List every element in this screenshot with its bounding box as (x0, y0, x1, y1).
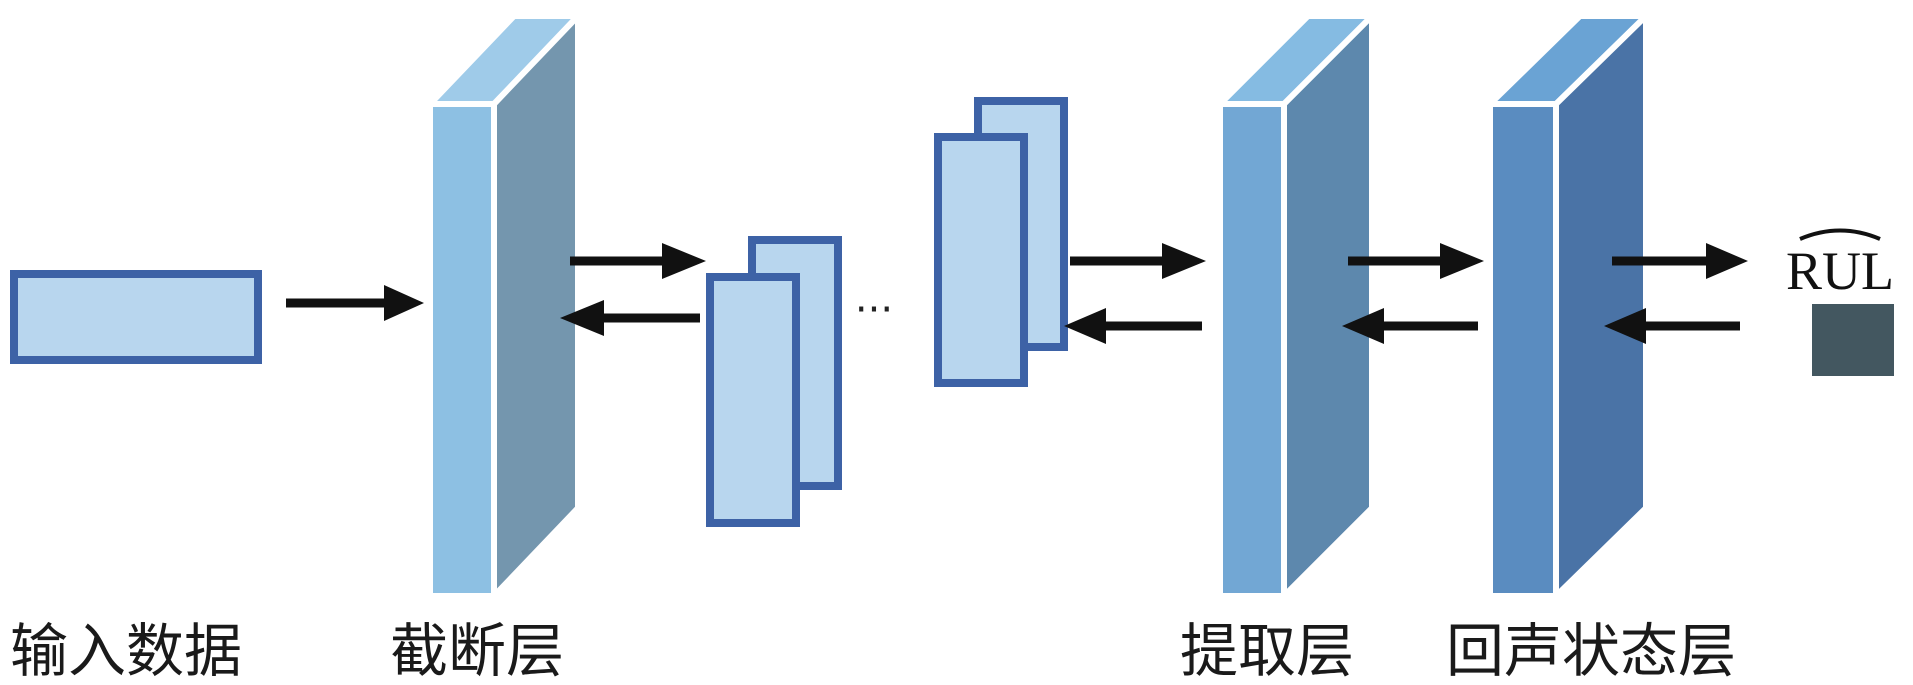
input-data-block (10, 270, 262, 364)
arrow-output-to-echo (1604, 308, 1740, 344)
feature-map-front (934, 133, 1028, 387)
truncation-layer-side (491, 8, 581, 604)
label-echo-state-layer: 回声状态层 (1446, 617, 1736, 685)
arrow-extraction-to-features (1064, 308, 1202, 344)
rul-hat-icon (1799, 228, 1881, 241)
arrow-features-to-truncation (560, 300, 700, 336)
echo-state-layer (1482, 8, 1654, 604)
label-input-data: 输入数据 (10, 617, 242, 685)
extraction-layer-front (1217, 101, 1287, 599)
arrow-extraction-to-echo (1348, 243, 1484, 279)
ellipsis: ··· (855, 287, 893, 333)
arrow-echo-to-extraction (1342, 308, 1478, 344)
feature-map-stack-1 (706, 236, 842, 527)
arrow-input-to-truncation (286, 285, 424, 321)
extraction-layer-side (1281, 8, 1375, 604)
arrow-echo-to-output (1612, 243, 1748, 279)
feature-map-front (706, 273, 800, 527)
rul-label: RUL (1786, 241, 1894, 301)
arrow-features-to-extraction (1070, 243, 1206, 279)
rul-output-square (1812, 304, 1894, 376)
label-extraction-layer: 提取层 (1180, 617, 1354, 685)
echo-state-layer-side (1553, 8, 1649, 604)
truncation-layer-front (427, 101, 497, 599)
truncation-layer (422, 8, 586, 604)
arrow-truncation-to-features (570, 243, 706, 279)
feature-map-stack-2 (934, 97, 1068, 387)
label-truncation-layer: 截断层 (390, 617, 564, 685)
extraction-layer (1212, 8, 1380, 604)
echo-state-layer-front (1487, 101, 1559, 599)
